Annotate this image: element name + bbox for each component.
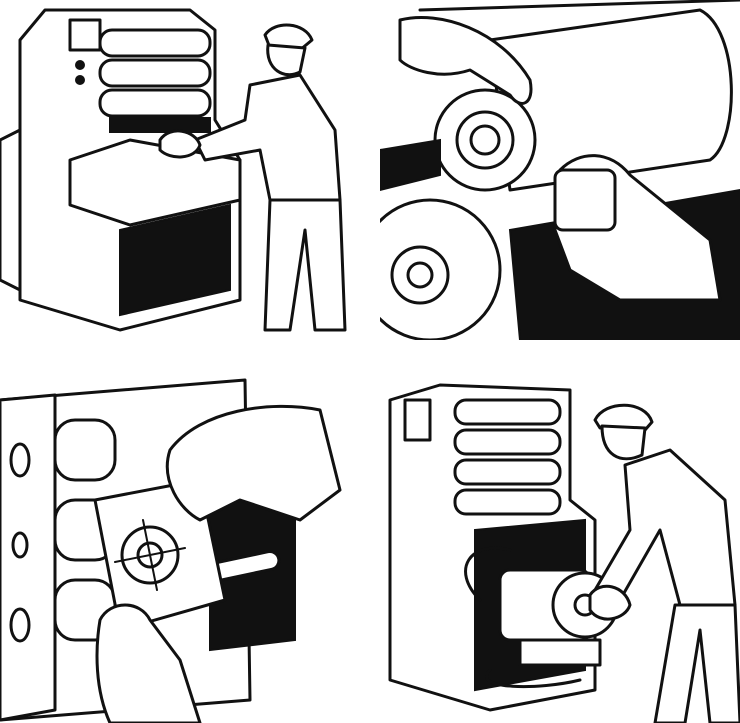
worker-legs (263, 198, 347, 332)
adjustment-knob (553, 168, 617, 232)
panel-hands-adjusting-rollers (380, 0, 740, 340)
left-hand (398, 16, 533, 105)
upper-hand (165, 404, 342, 522)
roller (98, 58, 212, 88)
side-plate-hole (9, 442, 31, 478)
side-plate-hole (11, 531, 29, 559)
roller (98, 88, 212, 118)
worker-hand (588, 584, 632, 621)
frame-shadow (380, 138, 441, 192)
control-panel (68, 18, 102, 52)
frame-line (418, 0, 740, 12)
motor-cable (464, 546, 582, 689)
registration-check-illustration (0, 378, 342, 723)
roller (453, 458, 562, 486)
press-side-panel (0, 128, 22, 292)
roller (98, 28, 212, 58)
control-button (75, 60, 85, 70)
feed-tray (68, 138, 242, 227)
panel-worker-cleaning-press (0, 0, 370, 340)
control-panel (403, 398, 432, 442)
roller-adjustment-illustration (380, 0, 740, 340)
motor-servicing-illustration (388, 383, 740, 723)
machine-base-shadow (119, 203, 231, 317)
worker-head (600, 424, 647, 461)
cylinder-axle (469, 124, 501, 156)
panel-registration-sheet (0, 370, 370, 723)
roller (453, 488, 562, 516)
lower-roller-axle (406, 261, 434, 289)
control-button (75, 75, 85, 85)
cleaning-rag (158, 129, 202, 159)
side-plate-hole (9, 607, 31, 643)
roller (453, 428, 562, 456)
worker-legs (653, 603, 740, 723)
roller (453, 398, 562, 426)
worker-head (266, 43, 307, 77)
lower-hand (95, 603, 202, 723)
side-plate (0, 393, 57, 722)
press-cleaning-illustration (0, 8, 347, 332)
large-cylinder (488, 8, 733, 192)
worker-torso (193, 73, 342, 202)
worker-cap (593, 403, 654, 432)
worker-torso (593, 448, 737, 607)
roller-shadow (109, 117, 211, 133)
roller-end (53, 418, 117, 482)
panel-worker-servicing-motor (380, 370, 740, 723)
motor-mount (518, 638, 602, 667)
registration-crosshair (114, 519, 186, 591)
